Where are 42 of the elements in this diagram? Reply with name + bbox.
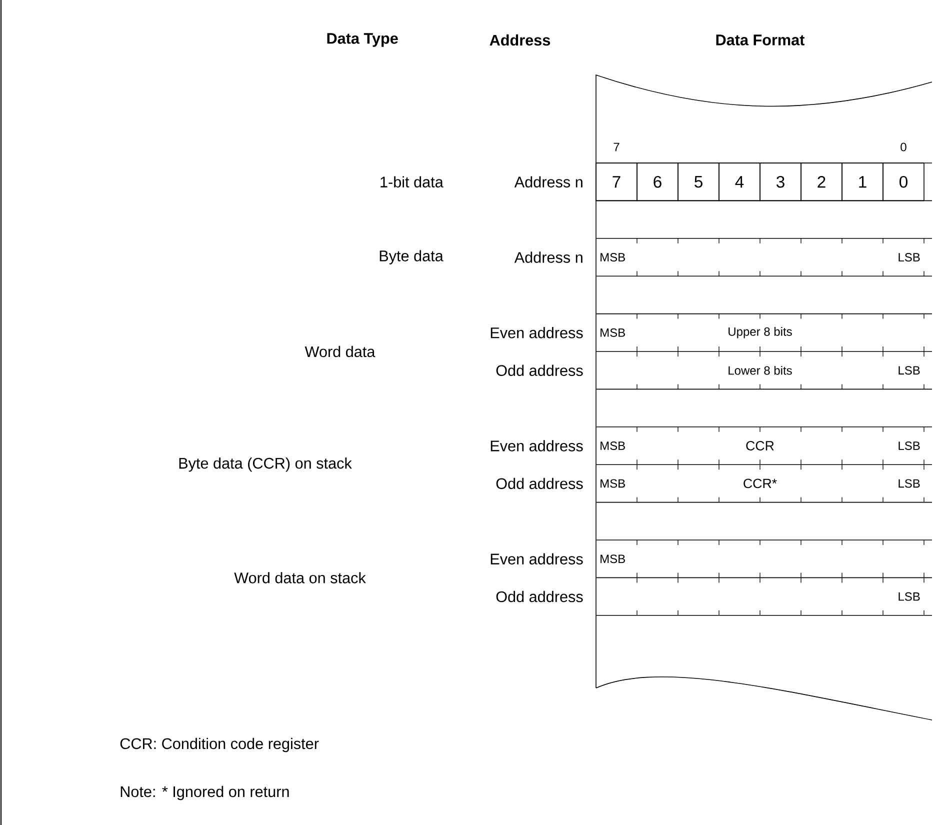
bit-label: LSB <box>898 253 920 262</box>
field-label: CCR <box>746 441 774 450</box>
address-label: Even address <box>490 553 583 564</box>
field-label: Lower 8 bits <box>728 366 792 375</box>
data-type-label: 1-bit data <box>380 176 444 188</box>
bit-label: LSB <box>898 442 920 450</box>
bit-label: MSB <box>600 479 625 488</box>
bit-cell: 6 <box>636 162 678 202</box>
bit-label: LSB <box>898 366 920 375</box>
column-header: Data Format <box>716 34 805 46</box>
bit-label: LSB <box>898 592 920 601</box>
bit-cell: 1 <box>842 162 884 202</box>
data-type-label: Byte data (CCR) on stack <box>179 457 352 472</box>
bit-cell: 4 <box>718 162 760 202</box>
bit-number: 0 <box>900 142 906 152</box>
bit-label: LSB <box>898 479 920 488</box>
bit-label: MSB <box>600 554 625 564</box>
address-label: Address n <box>514 252 582 263</box>
bit-label: MSB <box>600 328 625 337</box>
bit-cell: 7 <box>596 162 638 202</box>
bit-cell: 2 <box>800 162 842 202</box>
bit-cell: 0 <box>882 162 924 202</box>
address-label: Even address <box>490 440 583 452</box>
bit-label: MSB <box>600 253 625 262</box>
data-type-label: Word data on stack <box>234 572 366 584</box>
address-label: Even address <box>490 327 583 338</box>
column-header: Address <box>490 34 550 46</box>
address-label: Address n <box>514 176 582 188</box>
data-type-label: Byte data <box>380 250 444 264</box>
bit-number: 7 <box>614 142 620 152</box>
field-label: CCR* <box>744 478 777 488</box>
address-label: Odd address <box>496 590 583 602</box>
address-label: Odd address <box>496 478 583 490</box>
note: CCR: Condition code register <box>120 738 319 752</box>
column-header: Data Type <box>327 33 398 47</box>
bit-cell: 3 <box>760 162 802 202</box>
data-type-label: Word data <box>304 346 376 358</box>
field-label: Upper 8 bits <box>728 327 792 338</box>
note: Note: * Ignored on return <box>120 786 289 800</box>
bit-label: MSB <box>600 442 625 450</box>
address-label: Odd address <box>496 364 583 376</box>
bit-cell: 5 <box>678 162 720 202</box>
